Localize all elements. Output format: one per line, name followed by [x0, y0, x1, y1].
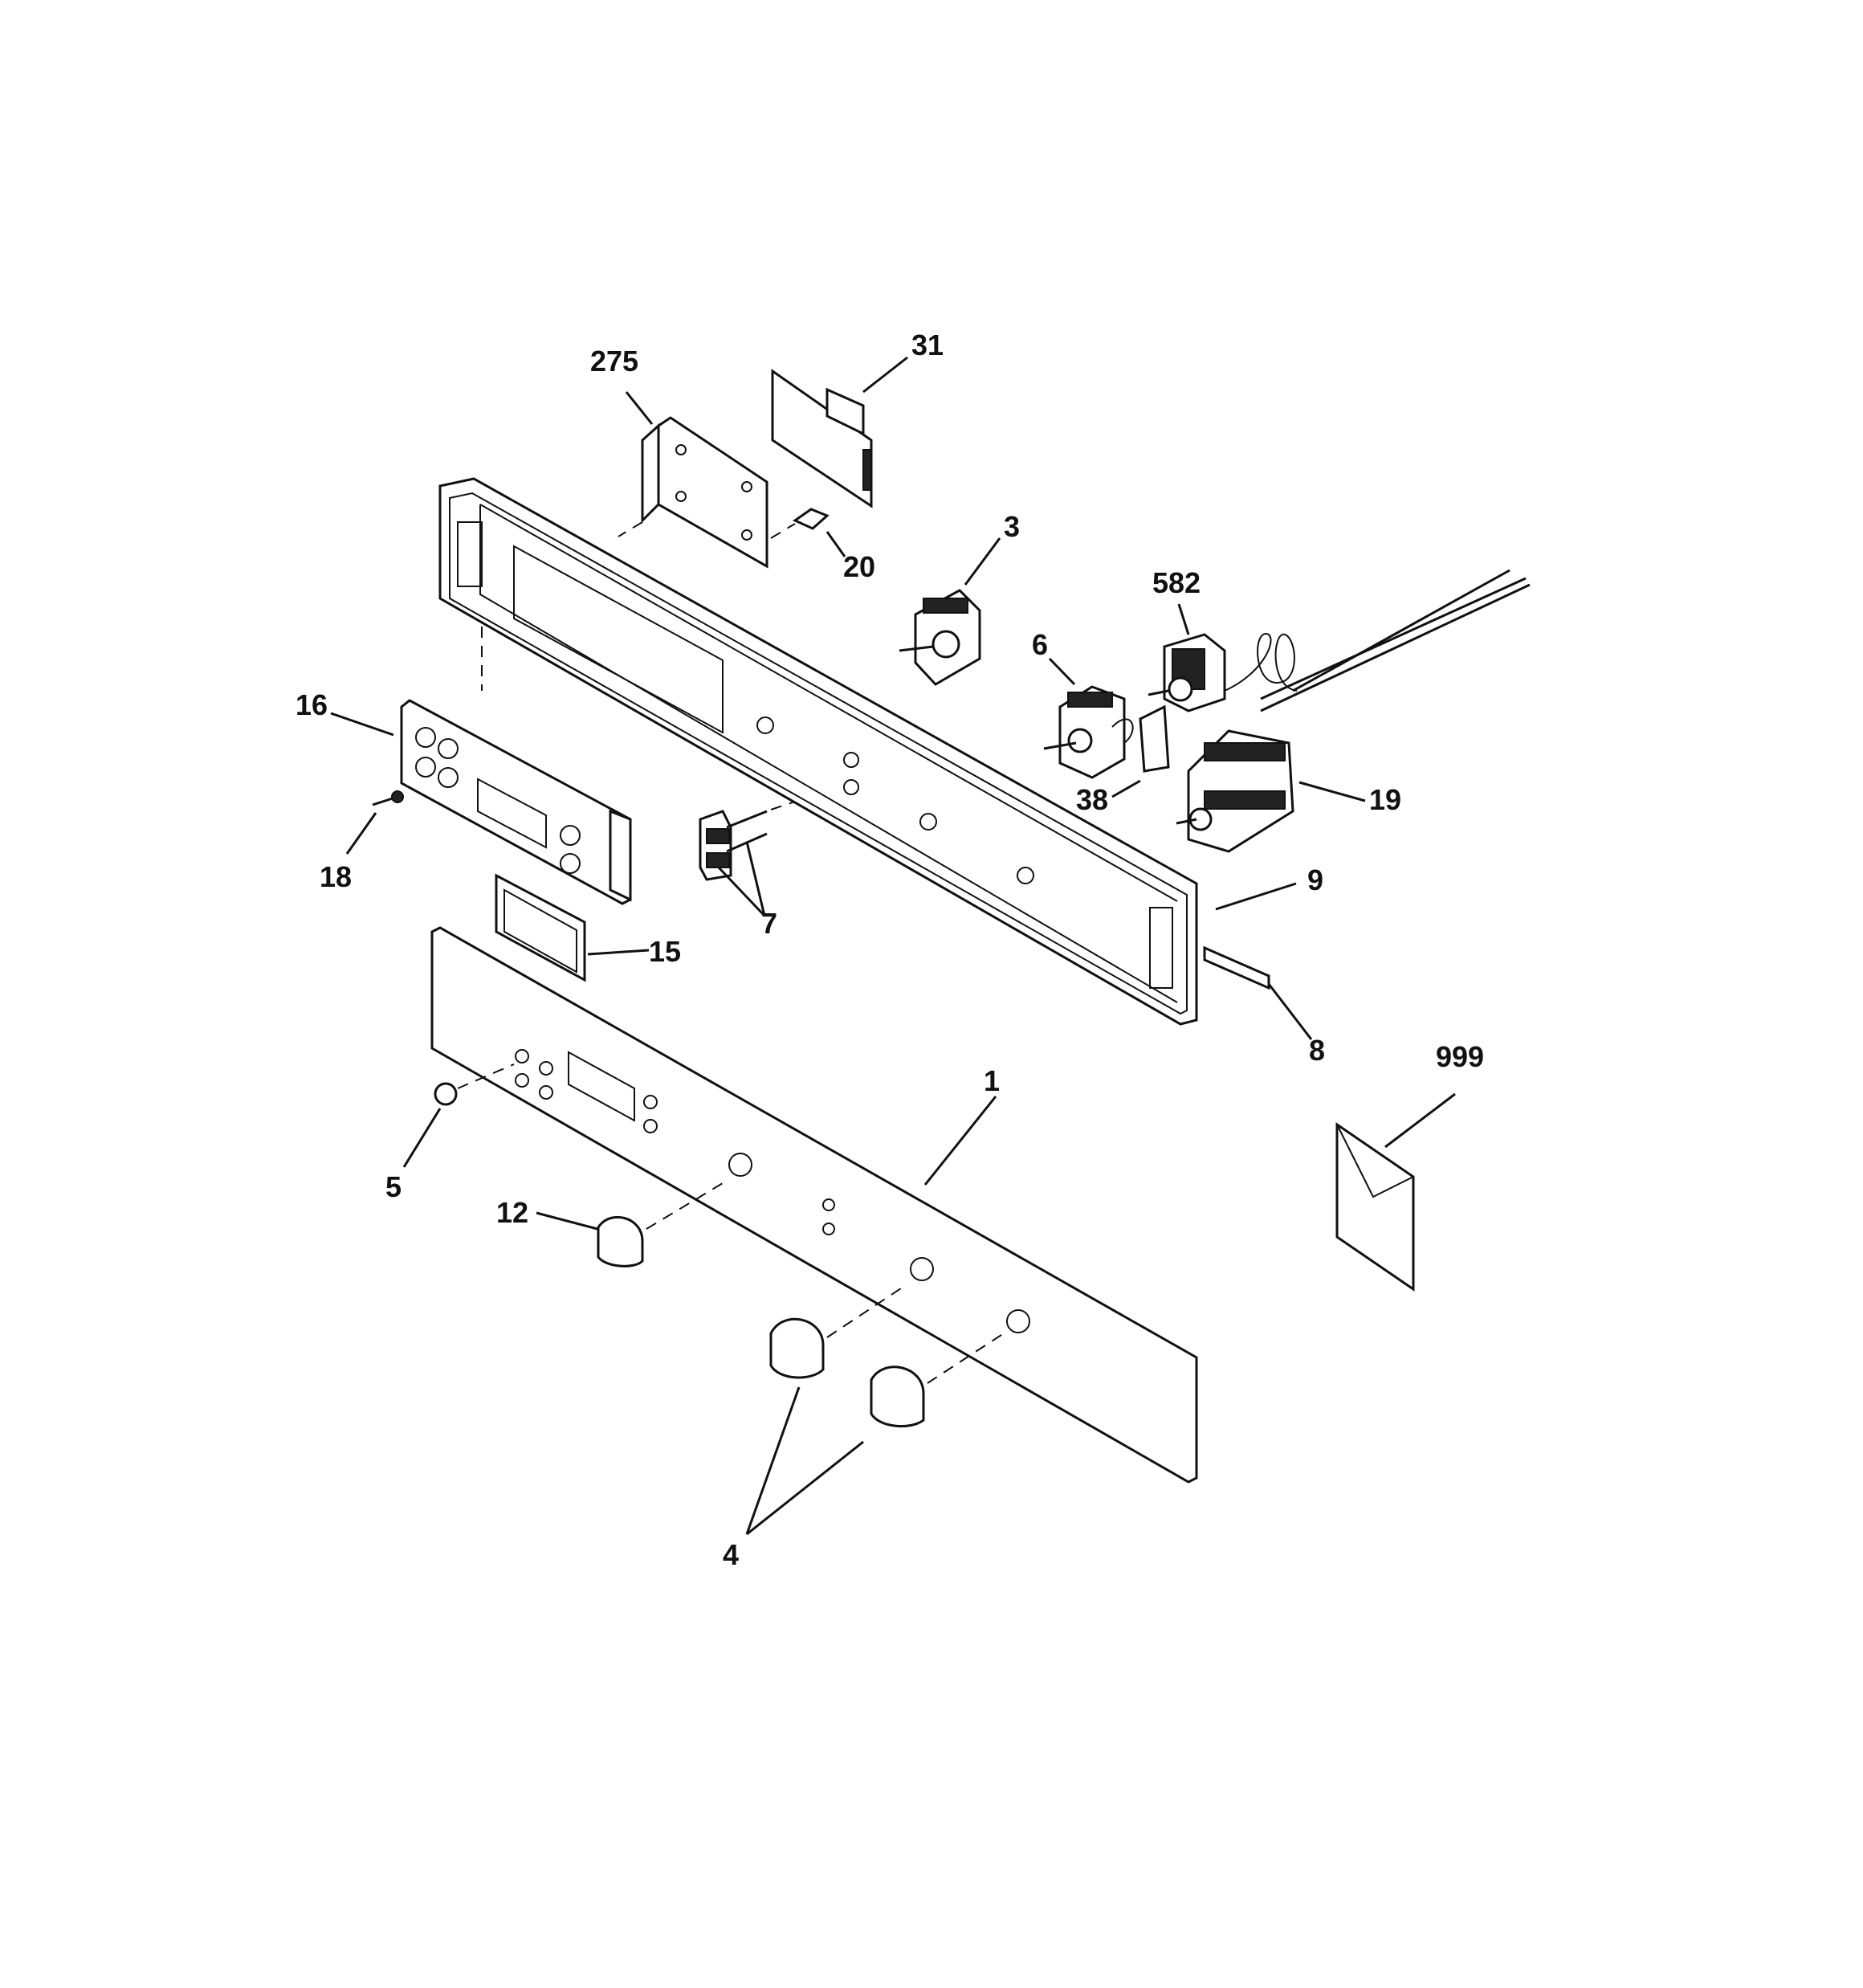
literature-envelope	[1335, 1122, 1415, 1292]
display-lens	[495, 873, 586, 982]
selector-switch	[1176, 729, 1294, 853]
callout-6: 6	[1032, 628, 1048, 661]
screw	[372, 790, 404, 806]
control-panel-overlay	[430, 926, 1198, 1484]
bracket	[1139, 704, 1170, 773]
standoff	[770, 508, 830, 539]
callout-15: 15	[649, 935, 681, 968]
callout-1: 1	[984, 1064, 1000, 1097]
oven-knobs	[769, 1284, 1005, 1428]
callout-275: 275	[590, 345, 638, 378]
callout-999: 999	[1436, 1040, 1484, 1073]
callout-5: 5	[385, 1170, 402, 1203]
trim-strip	[1203, 945, 1270, 990]
control-panel-frame	[438, 477, 1198, 1026]
electronic-control	[400, 627, 632, 905]
rocker-switches	[699, 801, 796, 881]
callout-8: 8	[1309, 1034, 1325, 1067]
mounting-bracket	[618, 416, 768, 569]
rotary-switch-3	[899, 589, 981, 686]
rotary-switch-6	[1043, 685, 1134, 779]
callout-3: 3	[1004, 510, 1020, 543]
callout-16: 16	[296, 688, 328, 721]
circuit-board	[771, 369, 873, 508]
callout-31: 31	[911, 329, 944, 361]
callout-labels: 275 31 20 3 582 6 38 19 16 18 7 9 8 15 1…	[296, 329, 1484, 1571]
callout-9: 9	[1307, 863, 1323, 896]
callout-19: 19	[1369, 783, 1401, 816]
leader-lines	[330, 356, 1456, 1536]
push-button	[434, 1063, 515, 1106]
callout-20: 20	[843, 550, 875, 583]
callout-582: 582	[1152, 566, 1201, 599]
thermostat	[1148, 569, 1531, 712]
callout-12: 12	[496, 1196, 528, 1229]
callout-7: 7	[761, 907, 777, 940]
callout-18: 18	[320, 860, 352, 893]
callout-38: 38	[1076, 783, 1108, 816]
callout-4: 4	[723, 1538, 739, 1571]
small-knob	[597, 1180, 728, 1268]
